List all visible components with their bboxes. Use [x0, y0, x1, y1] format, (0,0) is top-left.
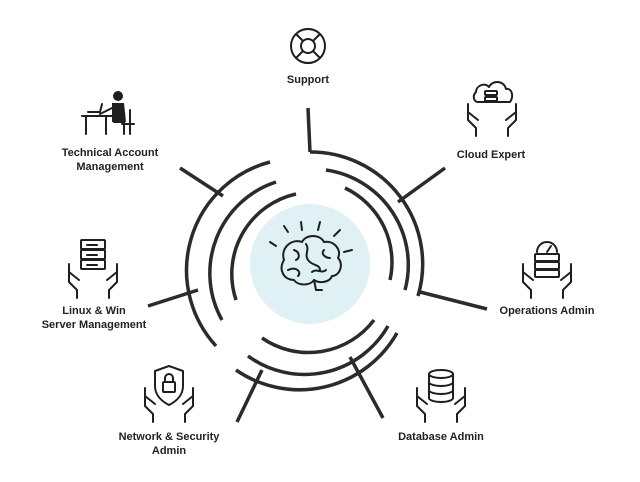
- ring-outer-3: [184, 160, 271, 348]
- database-hands-icon: [416, 369, 466, 423]
- ring-inner-1: [344, 186, 394, 281]
- server-gauge-hands-icon: [522, 241, 572, 299]
- label-tam-line-2: Management: [76, 161, 144, 173]
- label-operations-line-1: Operations Admin: [499, 305, 595, 317]
- label-linux-win-server: Linux & Win Server Management: [26, 304, 162, 332]
- label-network-line-2: Admin: [151, 445, 187, 457]
- spoke-network: [235, 369, 264, 423]
- label-support-line-1: Support: [286, 74, 330, 86]
- label-tam-line-1: Technical Account: [61, 147, 159, 159]
- label-technical-account-management: Technical Account Management: [44, 146, 176, 174]
- spokes: [147, 107, 488, 423]
- label-cloud-expert: Cloud Expert: [446, 148, 536, 162]
- label-network-line-1: Network & Security: [118, 431, 220, 443]
- label-database-admin: Database Admin: [385, 430, 497, 444]
- ring-inner-3: [230, 192, 297, 301]
- spoke-cloud: [396, 166, 447, 204]
- cloud-server-hands-icon: [467, 81, 517, 137]
- core-circle: [250, 204, 370, 324]
- spoke-tam: [179, 166, 224, 198]
- label-support: Support: [278, 73, 338, 87]
- person-at-desk-icon: [81, 91, 135, 135]
- ring-outer-1: [309, 150, 425, 297]
- spoke-operations: [419, 290, 488, 311]
- label-linux-line-1: Linux & Win: [62, 305, 126, 317]
- swirl-rings: [184, 150, 425, 392]
- shield-lock-hands-icon: [144, 365, 194, 423]
- spoke-database: [348, 356, 385, 419]
- ring-inner-2: [261, 318, 376, 355]
- label-network-security-admin: Network & Security Admin: [100, 430, 238, 458]
- ring-mid-2: [246, 325, 390, 377]
- label-cloud-line-1: Cloud Expert: [456, 149, 526, 161]
- server-hands-icon: [68, 239, 118, 299]
- ring-mid-1: [325, 168, 411, 291]
- lifebuoy-icon: [290, 28, 326, 64]
- ring-mid-3: [208, 180, 277, 321]
- label-linux-line-2: Server Management: [41, 319, 147, 331]
- spoke-support: [306, 107, 312, 153]
- ring-outer-2: [235, 332, 399, 392]
- label-database-line-1: Database Admin: [398, 431, 484, 443]
- brain-icon: [269, 221, 353, 291]
- label-operations-admin: Operations Admin: [485, 304, 609, 318]
